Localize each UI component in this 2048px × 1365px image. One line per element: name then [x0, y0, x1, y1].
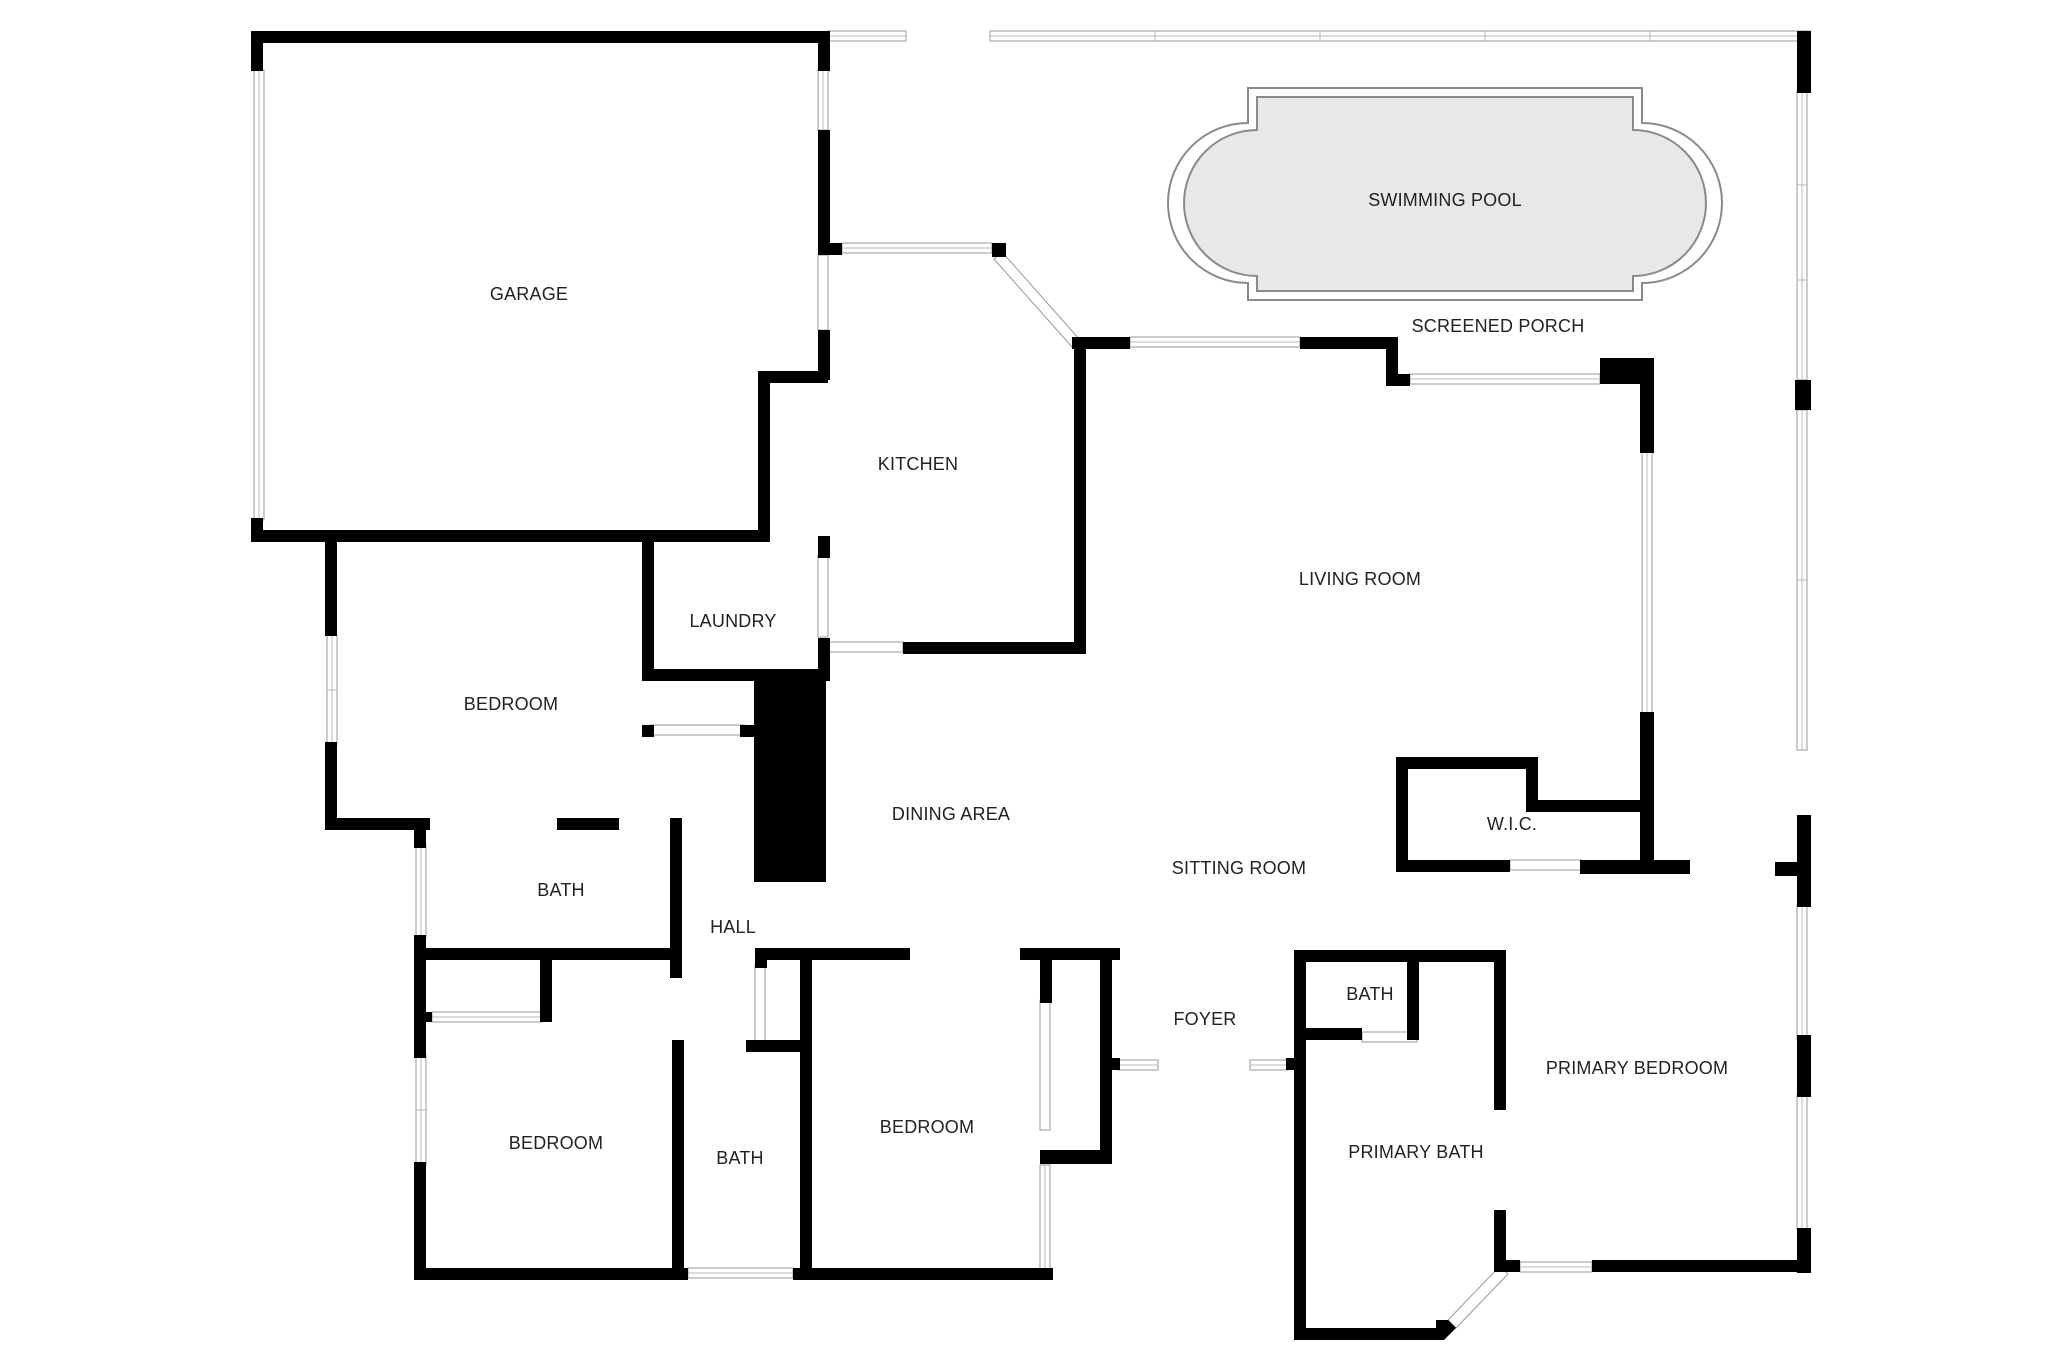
label-sitting-room: SITTING ROOM: [1172, 858, 1306, 878]
windows: [253, 30, 1811, 1329]
label-bath-2: BATH: [1346, 984, 1393, 1004]
label-laundry: LAUNDRY: [689, 611, 776, 631]
label-hall: HALL: [710, 917, 756, 937]
label-wic: W.I.C.: [1487, 814, 1537, 834]
label-bath-3: BATH: [716, 1148, 763, 1168]
label-dining-area: DINING AREA: [892, 804, 1010, 824]
label-bedroom-2: BEDROOM: [509, 1133, 603, 1153]
swimming-pool: [1167, 87, 1723, 301]
label-living-room: LIVING ROOM: [1299, 569, 1421, 589]
label-screened-porch: SCREENED PORCH: [1412, 316, 1585, 336]
label-bath-1: BATH: [537, 880, 584, 900]
label-garage: GARAGE: [490, 284, 568, 304]
room-labels: GARAGE SWIMMING POOL SCREENED PORCH KITC…: [464, 190, 1728, 1168]
label-foyer: FOYER: [1173, 1009, 1236, 1029]
label-bedroom-3: BEDROOM: [880, 1117, 974, 1137]
walls: [251, 31, 1811, 1340]
label-bedroom-1: BEDROOM: [464, 694, 558, 714]
label-kitchen: KITCHEN: [878, 454, 958, 474]
label-swimming-pool: SWIMMING POOL: [1368, 190, 1522, 210]
label-primary-bath: PRIMARY BATH: [1348, 1142, 1483, 1162]
label-primary-bedroom: PRIMARY BEDROOM: [1546, 1058, 1728, 1078]
